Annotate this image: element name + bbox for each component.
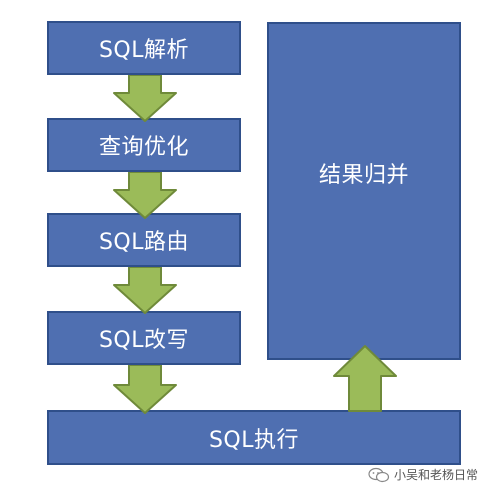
watermark: 小吴和老杨日常: [368, 466, 478, 483]
step-sql-rewrite: SQL改写: [47, 311, 241, 365]
step-query-optimize-label: 查询优化: [98, 135, 189, 160]
down-arrow-3: [113, 267, 177, 314]
up-arrow: [333, 345, 397, 412]
step-sql-rewrite-label: SQL改写: [98, 328, 190, 353]
down-arrow-2: [113, 172, 177, 219]
step-result-merge-label: 结果归并: [318, 163, 409, 188]
wechat-icon: [368, 467, 390, 482]
watermark-text: 小吴和老杨日常: [394, 468, 479, 482]
down-arrow-4: [113, 365, 177, 414]
step-sql-route-label: SQL路由: [98, 230, 190, 255]
step-sql-execute-label: SQL执行: [208, 427, 300, 453]
step-result-merge: 结果归并: [267, 22, 461, 360]
step-sql-route: SQL路由: [47, 213, 241, 267]
step-sql-execute: SQL执行: [47, 410, 461, 465]
step-query-optimize: 查询优化: [47, 118, 241, 172]
step-sql-parse: SQL解析: [47, 21, 241, 75]
step-sql-parse-label: SQL解析: [98, 38, 190, 63]
down-arrow-1: [113, 75, 177, 122]
